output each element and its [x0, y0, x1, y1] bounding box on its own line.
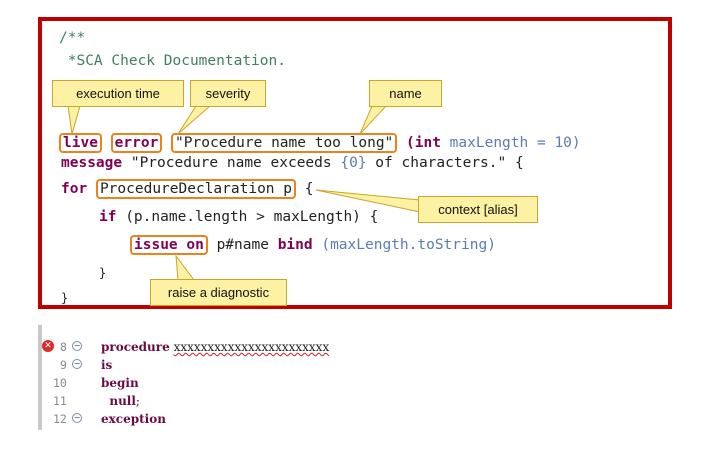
for-keyword: for [61, 181, 88, 197]
line-number: 10 [53, 376, 67, 390]
check-name-string: "Procedure name too long" [171, 133, 398, 153]
callout-name: name [369, 80, 442, 107]
fold-collapse-icon[interactable]: − [72, 341, 82, 351]
message-arg: {0} [340, 155, 367, 171]
editor-line-8: procedure xxxxxxxxxxxxxxxxxxxxxxx [101, 340, 329, 354]
is-keyword: is [101, 358, 113, 372]
callout-severity: severity [190, 80, 266, 107]
context-declaration: ProcedureDeclaration p [95, 179, 296, 199]
param-type: (int [406, 135, 441, 151]
line-number: 11 [53, 394, 67, 408]
message-text-end: of characters." { [366, 155, 524, 171]
issue-on-keyword: issue on [130, 235, 208, 255]
bind-arg: (maxLength.toString) [312, 237, 496, 253]
line-number: 12 [53, 412, 67, 426]
fold-collapse-icon[interactable]: − [72, 413, 82, 423]
issue-line: issue on p#name bind (maxLength.toString… [130, 235, 496, 255]
message-line: message "Procedure name exceeds {0} of c… [61, 154, 524, 172]
live-keyword: live [59, 133, 102, 153]
if-line: if (p.name.length > maxLength) { [99, 208, 378, 226]
editor-text: ; [135, 394, 140, 408]
inner-close-brace: } [99, 266, 107, 280]
begin-keyword: begin [101, 376, 139, 390]
for-brace: { [296, 181, 314, 197]
editor-snippet: ✕ 8 − procedure xxxxxxxxxxxxxxxxxxxxxxx … [38, 325, 438, 430]
param-rest: maxLength = 10) [440, 135, 581, 151]
error-keyword: error [110, 133, 163, 153]
if-keyword: if [99, 209, 117, 225]
editor-line-9: is [101, 358, 112, 372]
doc-comment-open: /** [59, 30, 86, 46]
line-number: 9 [60, 358, 67, 372]
outer-close-brace: } [61, 291, 69, 305]
error-marker-icon[interactable]: ✕ [42, 340, 54, 352]
code-example-frame [38, 17, 672, 309]
bind-keyword: bind [277, 237, 313, 253]
check-declaration-line: live error "Procedure name too long" (in… [59, 133, 581, 153]
editor-line-11: null; [101, 394, 140, 408]
doc-comment-body: *SCA Check Documentation. [59, 53, 286, 69]
for-line: for ProcedureDeclaration p { [61, 179, 314, 199]
if-condition: (p.name.length > maxLength) { [116, 209, 379, 225]
null-keyword: null [101, 394, 136, 408]
invalid-procedure-name[interactable]: xxxxxxxxxxxxxxxxxxxxxxx [173, 340, 330, 354]
exception-keyword: exception [101, 412, 166, 426]
editor-gutter [38, 325, 42, 430]
callout-context: context [alias] [418, 196, 538, 223]
issue-target: p#name [207, 237, 278, 253]
editor-line-10: begin [101, 376, 139, 390]
line-number: 8 [60, 340, 67, 354]
callout-diagnostic: raise a diagnostic [150, 279, 287, 306]
message-text: "Procedure name exceeds [122, 155, 341, 171]
message-keyword: message [61, 155, 123, 171]
fold-collapse-icon[interactable]: − [72, 359, 82, 369]
callout-execution-time: execution time [52, 80, 184, 107]
editor-line-12: exception [101, 412, 166, 426]
procedure-keyword: procedure [101, 340, 170, 354]
